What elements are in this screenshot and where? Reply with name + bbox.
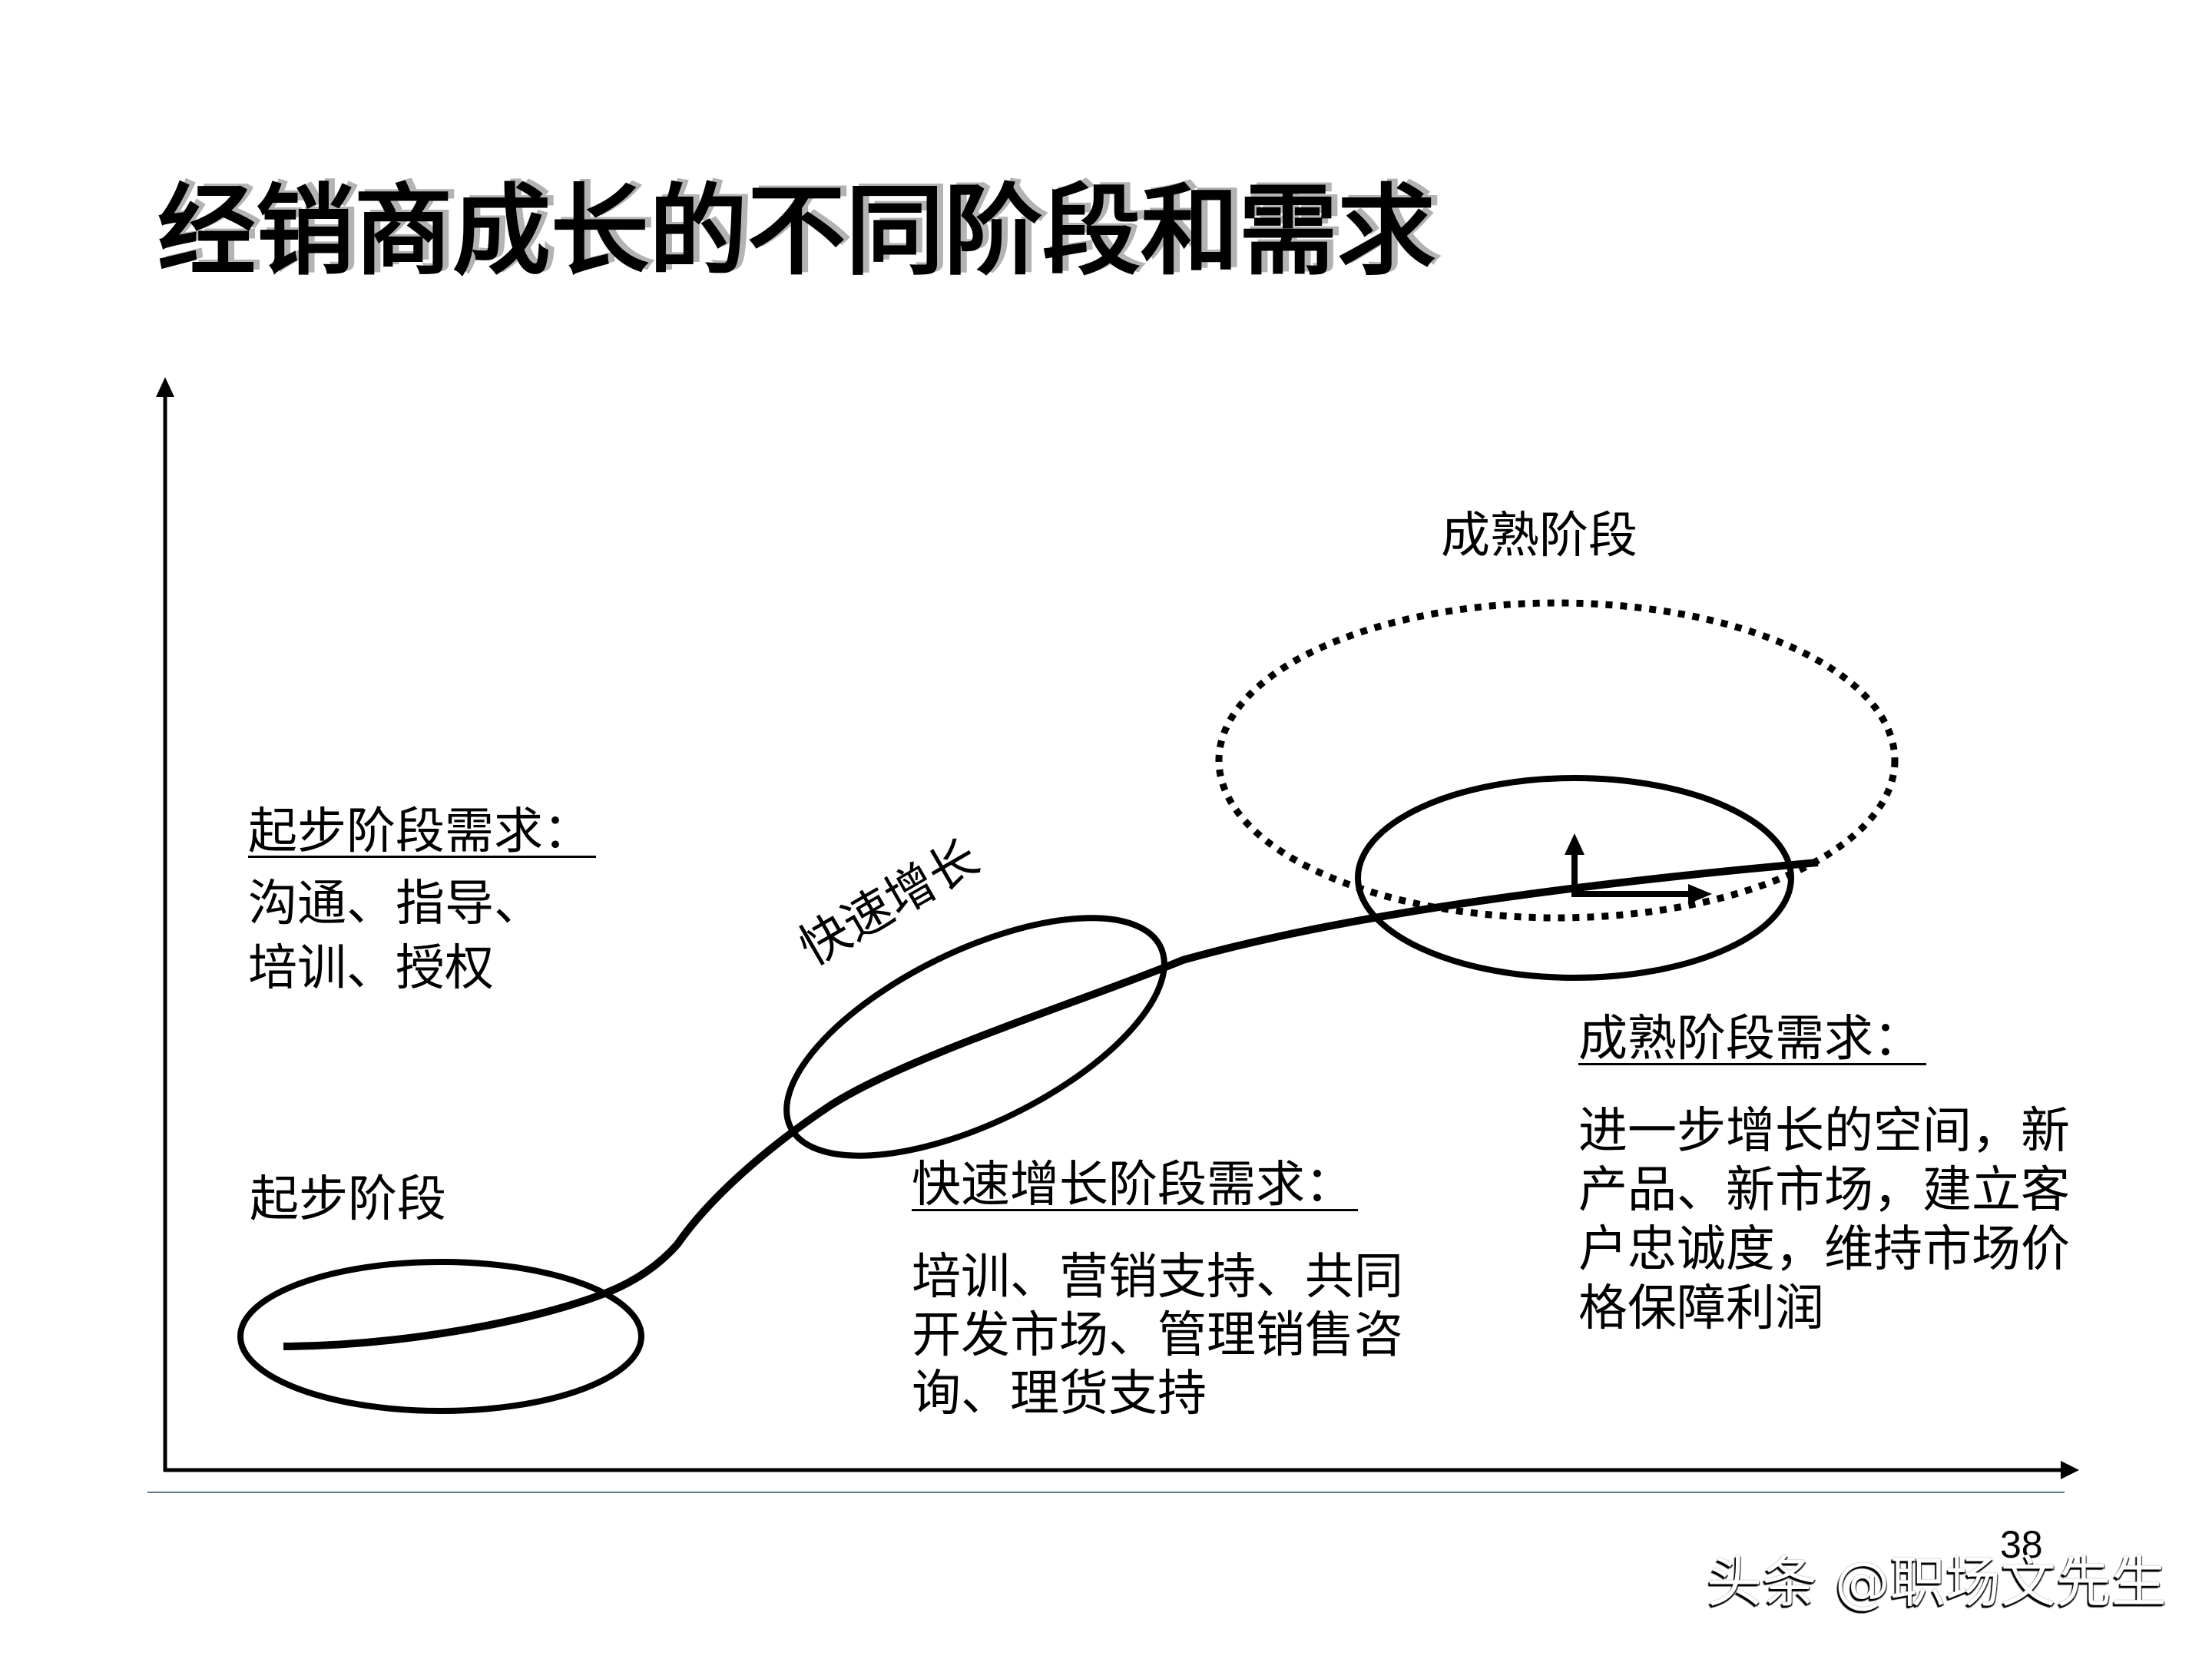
x-axis-arrowhead-icon xyxy=(2061,1461,2079,1479)
arrow-up-icon xyxy=(1565,833,1584,855)
mature-potential-dotted-ellipse xyxy=(1215,599,1899,922)
mature-needs-block: 成熟阶段需求： 进一步增长的空间，新 产品、新市场，建立客 户忠诚度，维持市场价… xyxy=(1578,1011,2070,1339)
rapid-growth-needs-line: 开发市场、管理销售咨 xyxy=(912,1307,1403,1364)
rapid-growth-needs-list: 培训、营销支持、共同 开发市场、管理销售咨 询、理货支持 xyxy=(912,1248,1403,1423)
rapid-growth-needs-line: 询、理货支持 xyxy=(912,1366,1207,1422)
mature-stage-ellipse xyxy=(1355,775,1794,981)
page-number: 38 xyxy=(2000,1523,2043,1566)
startup-needs-heading: 起步阶段需求： xyxy=(248,807,596,858)
stage-label-startup: 起步阶段 xyxy=(250,1171,446,1228)
y-axis-arrowhead-icon xyxy=(156,377,174,397)
mature-needs-list: 进一步增长的空间，新 产品、新市场，建立客 户忠诚度，维持市场价 格保障利润 xyxy=(1578,1102,2070,1339)
stage-label-mature: 成熟阶段 xyxy=(1441,508,1637,565)
rapid-growth-needs-block: 快速增长阶段需求： 培训、营销支持、共同 开发市场、管理销售咨 询、理货支持 xyxy=(912,1157,1403,1423)
rapid-growth-needs-heading: 快速增长阶段需求： xyxy=(912,1161,1358,1211)
rapid-growth-needs-line: 培训、营销支持、共同 xyxy=(912,1249,1403,1306)
arrow-right-icon xyxy=(1688,884,1712,904)
mature-needs-line: 格保障利润 xyxy=(1578,1280,1824,1337)
slide-title: 经销商成长的不同阶段和需求 xyxy=(157,174,1436,289)
mature-needs-line: 进一步增长的空间，新 xyxy=(1578,1103,2070,1160)
mature-needs-line: 产品、新市场，建立客 xyxy=(1578,1162,2070,1219)
startup-stage-ellipse xyxy=(237,1259,644,1414)
growth-curve xyxy=(283,859,1819,1350)
watermark: 头条 @职场文先生 xyxy=(1707,1550,2167,1614)
mature-needs-heading: 成熟阶段需求： xyxy=(1578,1015,1926,1065)
startup-needs-list: 沟通、指导、 培训、授权 xyxy=(248,872,596,1001)
startup-needs-line: 培训、授权 xyxy=(248,940,494,997)
startup-needs-block: 起步阶段需求： 沟通、指导、 培训、授权 xyxy=(248,803,596,1001)
rapid-growth-stage-ellipse xyxy=(783,915,1167,1159)
mature-needs-line: 户忠诚度，维持市场价 xyxy=(1578,1221,2070,1278)
startup-needs-line: 沟通、指导、 xyxy=(248,876,543,932)
